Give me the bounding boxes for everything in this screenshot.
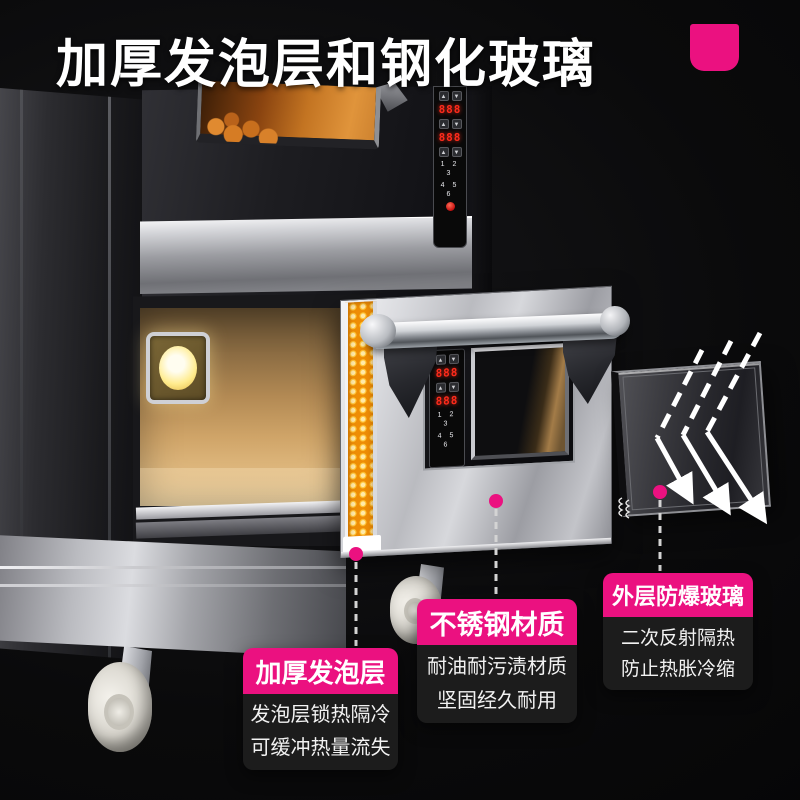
power-button xyxy=(445,202,455,211)
keypad-row: 1 2 3 xyxy=(440,161,460,177)
callout-glass-title: 外层防爆玻璃 xyxy=(603,573,753,617)
caster-hub xyxy=(104,694,134,730)
callout-glass: 外层防爆玻璃 二次反射隔热 防止热胀冷缩 xyxy=(603,573,753,690)
callout-steel-text: 耐油耐污渍材质 坚固经久耐用 xyxy=(417,645,577,723)
led-display: 888 xyxy=(435,393,459,408)
caster-wheel xyxy=(88,646,160,752)
handle-end-cap xyxy=(599,305,631,337)
callout-foam: 加厚发泡层 发泡层锁热隔冷 可缓冲热量流失 xyxy=(243,648,398,770)
door-bottom-edge xyxy=(341,537,611,558)
accent-square xyxy=(690,24,739,71)
plinth-seam xyxy=(0,566,346,570)
led-display: 888 xyxy=(435,365,459,380)
callout-steel-line1: 耐油耐污渍材质 xyxy=(427,656,567,678)
page-title: 加厚发泡层和钢化玻璃 xyxy=(56,36,597,94)
up-button: ▲ xyxy=(438,147,449,157)
bread-in-oven xyxy=(199,88,312,145)
callout-steel: 不锈钢材质 耐油耐污渍材质 坚固经久耐用 xyxy=(417,599,577,723)
door-window-cutout xyxy=(471,342,569,461)
led-display: 888 xyxy=(438,131,462,144)
tempered-glass-pane xyxy=(611,360,771,518)
door-control-panel: ▲▼ 888 ▲▼ 888 1 2 3 4 5 6 xyxy=(429,348,465,469)
callout-foam-line2: 可缓冲热量流失 xyxy=(250,737,391,759)
led-display: 888 xyxy=(438,103,462,116)
down-button: ▼ xyxy=(451,91,462,101)
up-button: ▲ xyxy=(435,382,446,393)
up-button: ▲ xyxy=(438,119,449,129)
keypad-row: 1 2 3 xyxy=(437,410,457,428)
up-button: ▲ xyxy=(435,354,446,365)
oven-plinth xyxy=(0,535,346,658)
lamp-glow xyxy=(159,346,197,390)
keypad-row: 4 5 6 xyxy=(440,182,460,198)
callout-foam-title: 加厚发泡层 xyxy=(243,648,398,694)
panel-seam xyxy=(20,88,23,660)
keypad-row: 4 5 6 xyxy=(437,431,457,449)
callout-glass-line2: 防止热胀冷缩 xyxy=(620,658,735,680)
oven-lamp xyxy=(146,332,210,404)
down-button: ▼ xyxy=(448,381,459,393)
down-button: ▼ xyxy=(451,147,462,157)
down-button: ▼ xyxy=(448,353,459,365)
oven-mid-band xyxy=(140,216,472,294)
callout-steel-title: 不锈钢材质 xyxy=(417,599,577,645)
chamber-floor xyxy=(140,468,345,506)
down-button: ▼ xyxy=(451,119,462,129)
oven-right-edge xyxy=(472,86,492,300)
plinth-seam xyxy=(0,583,346,587)
callout-foam-text: 发泡层锁热隔冷 可缓冲热量流失 xyxy=(243,694,398,770)
up-button: ▲ xyxy=(438,91,449,101)
callout-steel-line2: 坚固经久耐用 xyxy=(437,690,557,712)
callout-glass-text: 二次反射隔热 防止热胀冷缩 xyxy=(603,617,753,690)
callout-foam-line1: 发泡层锁热隔冷 xyxy=(250,704,391,726)
panel-seam xyxy=(108,88,111,660)
callout-glass-line1: 二次反射隔热 xyxy=(620,627,735,649)
upper-control-panel: ▲▼ 888 ▲▼ 888 ▲▼ 1 2 3 4 5 6 xyxy=(433,86,467,248)
glass-pane-face xyxy=(622,367,765,511)
